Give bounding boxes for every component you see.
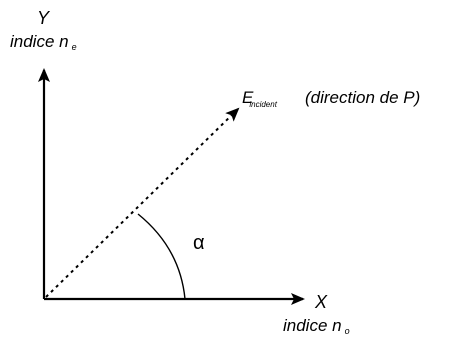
incident-field-vector <box>45 107 240 298</box>
y-axis-index-prefix: indice n <box>10 32 69 51</box>
incident-field-letter: E <box>242 88 254 107</box>
incident-field-symbol: Eincident <box>242 88 278 109</box>
y-axis-name: Y <box>37 8 51 28</box>
angle-symbol: α <box>193 232 205 254</box>
incident-field-subscript: incident <box>249 100 277 109</box>
x-axis-index-prefix: indice n <box>283 316 342 335</box>
y-axis-index-subscript: e <box>72 42 77 52</box>
angle-arc <box>137 213 186 300</box>
direction-note: (direction de P) <box>305 88 420 107</box>
x-axis-index-subscript: o <box>345 326 350 336</box>
x-axis-name: X <box>314 292 328 312</box>
